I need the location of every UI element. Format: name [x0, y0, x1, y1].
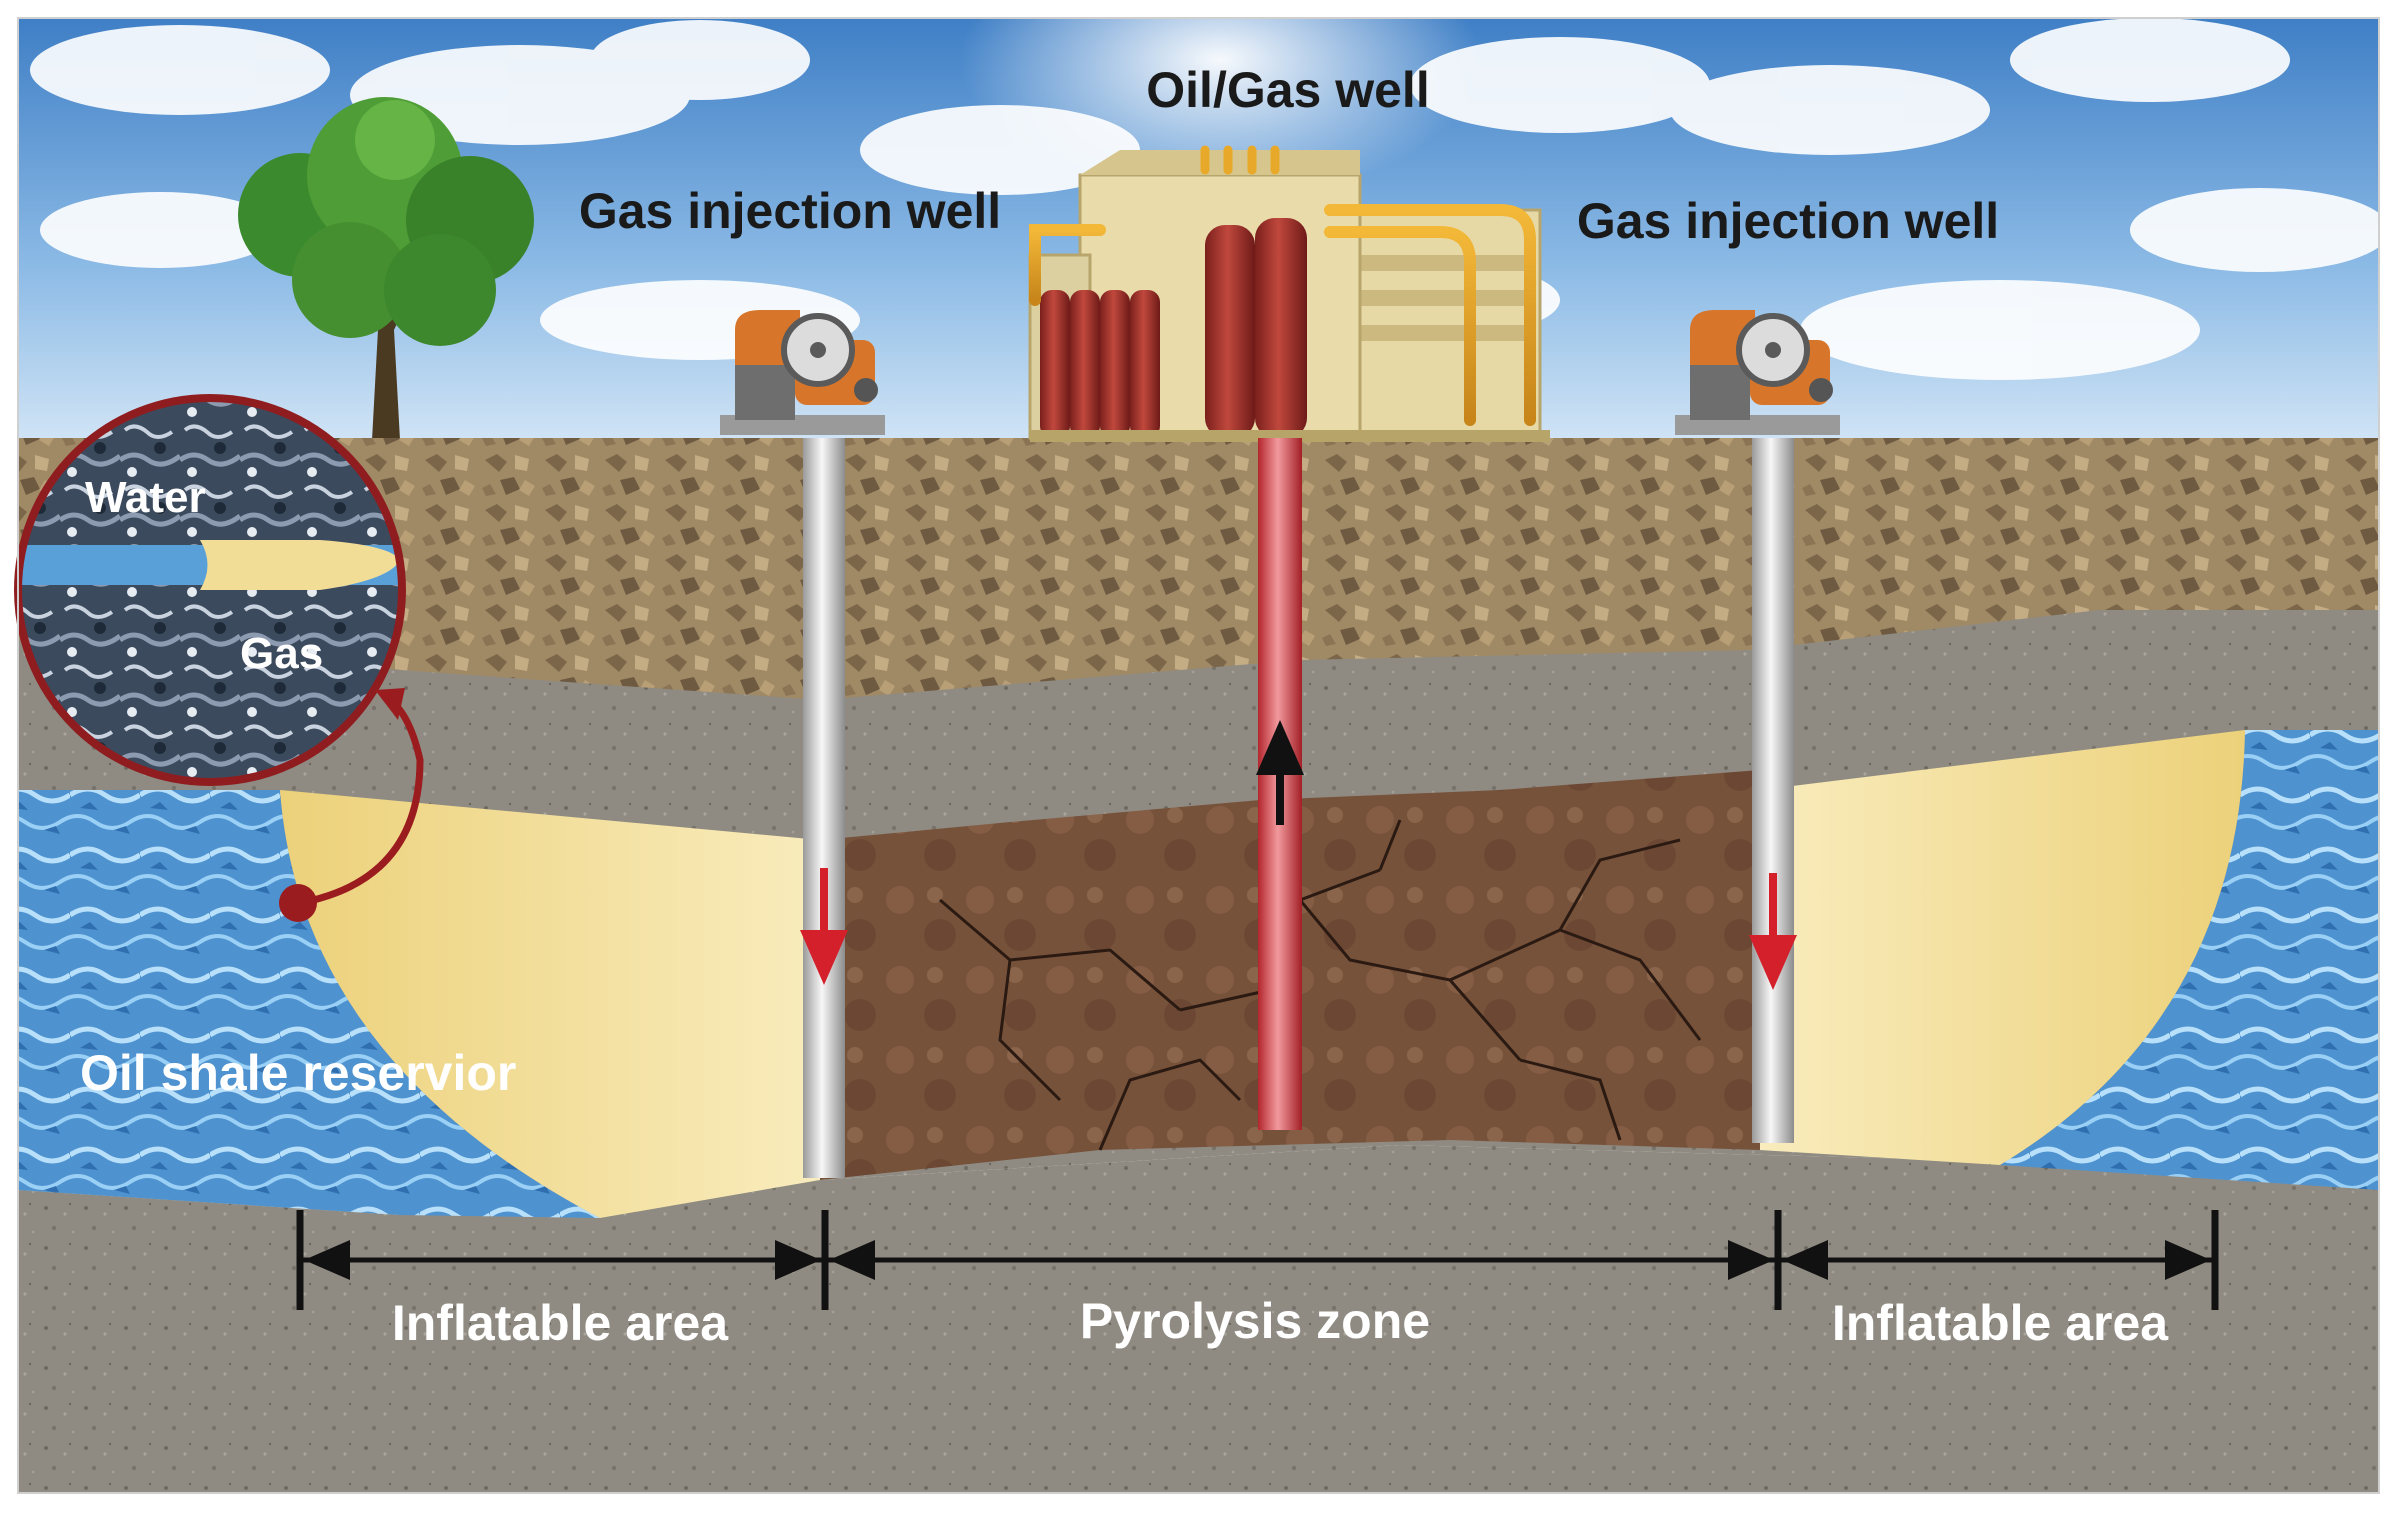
dimension-lines	[296, 1210, 2219, 1310]
oil-gas-facility-icon	[1028, 145, 1550, 442]
pump-left-icon	[720, 310, 885, 435]
water-zone-left	[18, 790, 600, 1218]
tree-icon	[238, 97, 534, 440]
zoom-pointer	[279, 688, 424, 922]
pore-inset: Water Gas	[14, 394, 406, 786]
injection-arrow-left	[800, 868, 848, 985]
injection-pipe-right	[1752, 438, 1794, 1143]
oil-gas-well-label: Oil/Gas well	[1146, 62, 1429, 118]
injection-pipe-left	[803, 438, 845, 1178]
gas-zone-right	[1760, 730, 2245, 1165]
pump-right-icon	[1675, 310, 1840, 435]
production-arrow	[1256, 720, 1304, 825]
figure-border	[17, 17, 2380, 1494]
gas-injection-well-left-label: Gas injection well	[579, 183, 1001, 239]
water-zone-right	[2000, 730, 2379, 1190]
inflatable-area-right-label: Inflatable area	[1832, 1295, 2169, 1351]
gas-injection-well-right-label: Gas injection well	[1577, 193, 1999, 249]
pyrolysis-cracks	[939, 819, 1702, 1151]
injection-arrow-right	[1749, 873, 1797, 990]
bedrock-layer	[18, 1145, 2379, 1493]
pyrolysis-zone-label: Pyrolysis zone	[1080, 1293, 1430, 1349]
water-label: Water	[85, 473, 206, 522]
reservoir-label: Oil shale reservior	[80, 1045, 516, 1101]
gas-label: Gas	[240, 629, 323, 678]
inflatable-area-left-label: Inflatable area	[392, 1295, 729, 1351]
gas-zone-left	[280, 790, 820, 1218]
